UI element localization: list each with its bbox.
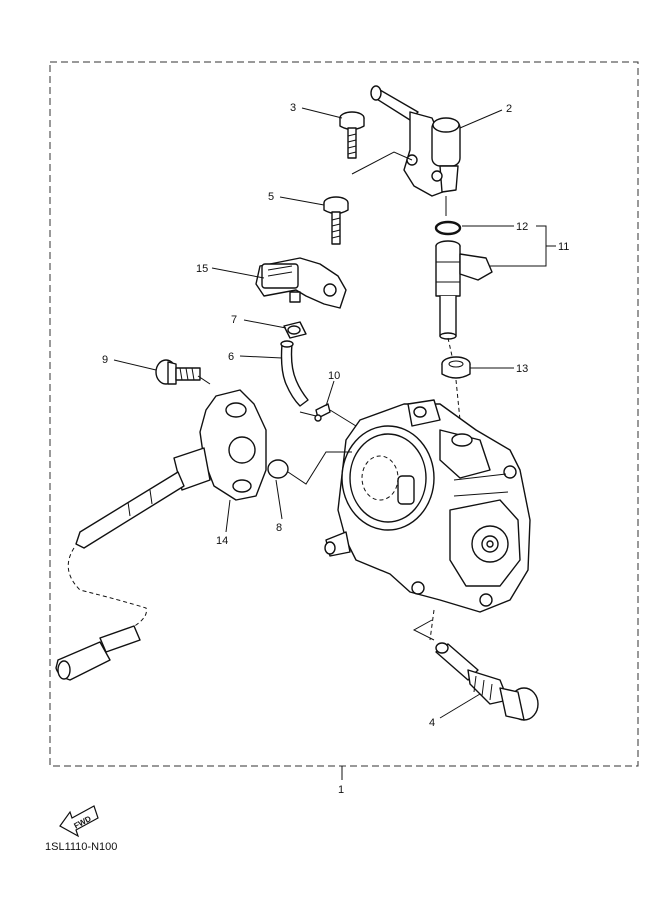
callout-10: 10 <box>328 370 340 382</box>
part-4-idle-screw[interactable] <box>435 642 539 721</box>
part-7-clamp[interactable] <box>283 321 307 339</box>
fwd-arrow-icon: FWD <box>59 805 99 838</box>
part-15-pressure-sensor[interactable] <box>255 257 347 309</box>
throttle-body[interactable] <box>324 399 531 613</box>
callout-leaders <box>113 107 556 780</box>
part-14-throttle-sensor[interactable] <box>75 389 267 549</box>
callout-7: 7 <box>231 314 237 326</box>
callout-1: 1 <box>338 784 344 796</box>
part-6-hose[interactable] <box>280 340 309 407</box>
callout-15: 15 <box>196 263 208 275</box>
part-13-seal[interactable] <box>441 356 471 379</box>
assembly-frame <box>49 61 639 767</box>
part-9-screw[interactable] <box>155 359 201 385</box>
callout-2: 2 <box>506 103 512 115</box>
callout-6: 6 <box>228 351 234 363</box>
drawing-code: 1SL1110-N100 <box>45 841 118 853</box>
sensor-wire <box>67 547 147 635</box>
part-8-o-ring[interactable] <box>267 459 289 479</box>
callout-11: 11 <box>558 241 569 253</box>
part-11-fuel-injector[interactable] <box>435 240 493 340</box>
callout-8: 8 <box>276 522 282 534</box>
callout-9: 9 <box>102 354 108 366</box>
callout-14: 14 <box>216 535 228 547</box>
part-2-fuel-pipe[interactable] <box>370 85 461 197</box>
callout-13: 13 <box>516 363 528 375</box>
sensor-connector[interactable] <box>55 625 141 681</box>
alignment-lines <box>197 151 461 641</box>
part-10-pin[interactable] <box>314 403 331 422</box>
callout-3: 3 <box>290 102 296 114</box>
part-3-bolt[interactable] <box>339 111 365 159</box>
callout-12: 12 <box>516 221 528 233</box>
callout-5: 5 <box>268 191 274 203</box>
part-12-o-ring[interactable] <box>434 220 462 236</box>
part-5-bolt[interactable] <box>323 196 349 245</box>
callout-4: 4 <box>429 717 435 729</box>
